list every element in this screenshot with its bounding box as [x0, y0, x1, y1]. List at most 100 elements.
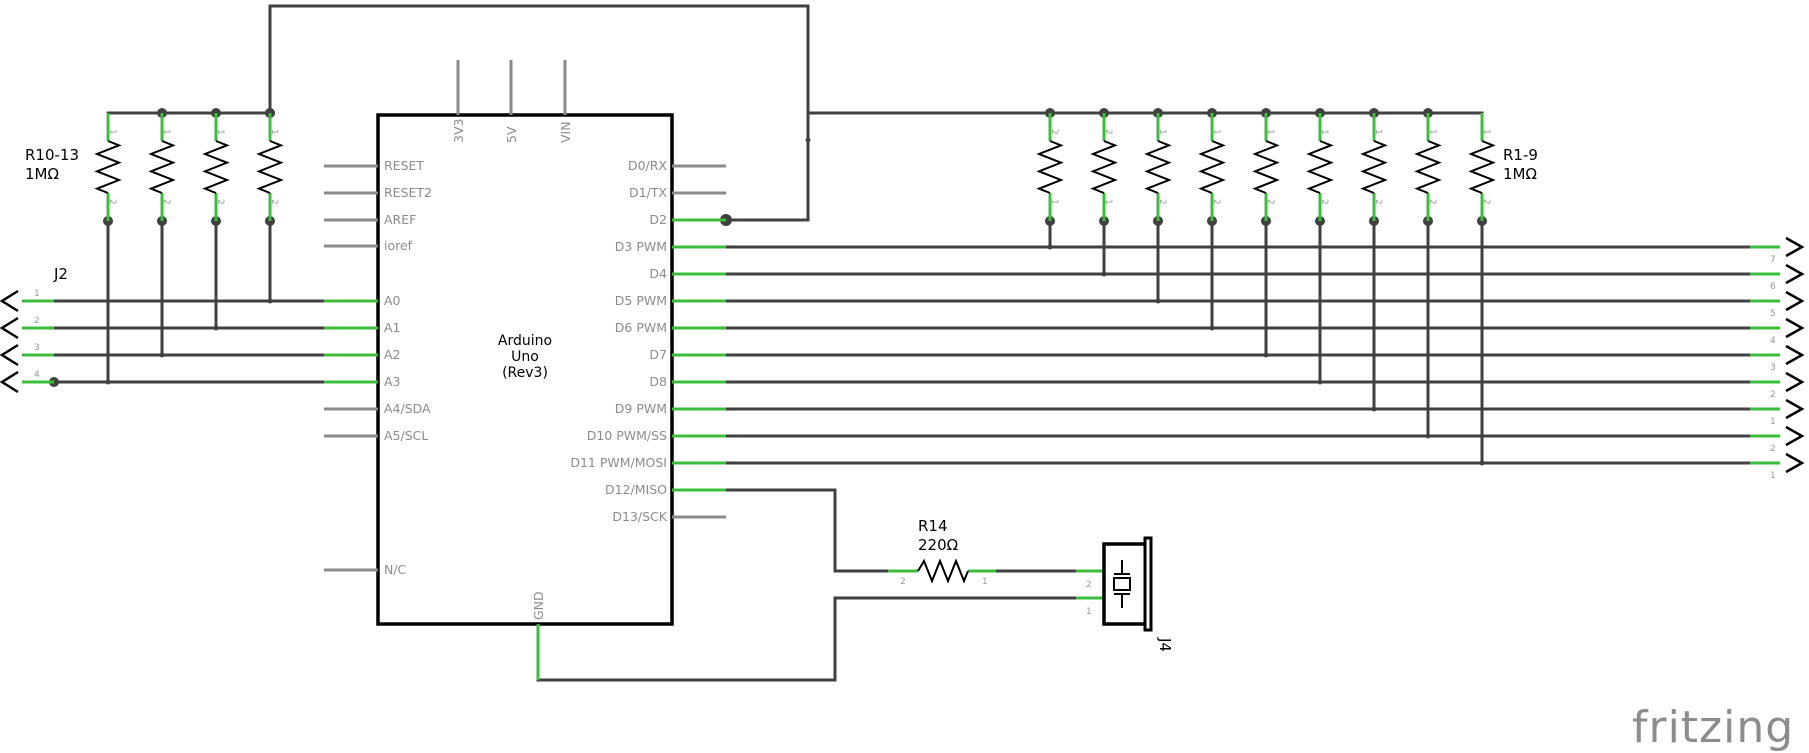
r14-label: R14	[918, 517, 948, 535]
pin-number: 1	[1103, 199, 1113, 205]
pin-number: 1	[1481, 129, 1491, 135]
pin-number: 1	[1427, 129, 1437, 135]
pin-number: 1	[1086, 607, 1092, 617]
pin-number: 1	[1049, 199, 1059, 205]
pin-number: 2	[1103, 129, 1113, 135]
pin-number: 1	[269, 129, 279, 135]
pin-number: 2	[1049, 129, 1059, 135]
junction-dot	[1317, 379, 1323, 385]
arduino-pin-label: D13/SCK	[612, 509, 667, 524]
wire-top-loop	[268, 4, 810, 222]
r14-zigzag	[917, 558, 969, 584]
arduino-pin-label: A1	[384, 320, 401, 335]
right-arrow-icon	[1785, 398, 1805, 420]
j2-arrow-icon	[0, 289, 19, 313]
arduino-title-line: Uno	[511, 349, 539, 365]
bank-r1-9-label: R1-9	[1503, 146, 1538, 164]
junction-dot	[1101, 271, 1107, 277]
resistor-r6-zigzag	[1306, 140, 1334, 194]
bank-r10-13-value: 1MΩ	[25, 165, 59, 183]
bank-r10-13-label: R10-13	[25, 146, 79, 164]
pin-number: 1	[161, 129, 171, 135]
resistor-r12-zigzag	[202, 140, 230, 194]
arduino-pin-label: ioref	[384, 238, 413, 253]
arduino-pin-label: D7	[649, 347, 667, 362]
pin-number: 2	[1157, 199, 1167, 205]
pin-number: 2	[1770, 390, 1776, 400]
arduino-uno-body	[376, 113, 674, 626]
arduino-pin-label: D5 PWM	[615, 293, 667, 308]
resistor-r7-zigzag	[1360, 140, 1388, 194]
junction-dot	[105, 379, 111, 385]
pin-number: 2	[1427, 199, 1437, 205]
right-arrow-icon	[1785, 236, 1805, 258]
arduino-pin-label: D2	[649, 212, 667, 227]
pin-number: 2	[1211, 199, 1221, 205]
pin-number: 1	[1157, 129, 1167, 135]
arduino-pin-label: GND	[531, 591, 546, 620]
pin-number: 2	[215, 199, 225, 205]
arduino-pin-label: D11 PWM/MOSI	[570, 455, 667, 470]
arduino-pin-label: A4/SDA	[384, 401, 431, 416]
wire-d12	[724, 488, 890, 573]
junction-dot	[159, 352, 165, 358]
j2-label: J2	[53, 265, 68, 283]
pin-number: 2	[1265, 199, 1275, 205]
arduino-pin-label: A5/SCL	[384, 428, 428, 443]
junction-dot	[1047, 244, 1053, 250]
pin-number: 2	[107, 199, 117, 205]
pin-number: 4	[1770, 336, 1776, 346]
right-arrow-icon	[1785, 452, 1805, 474]
pin-number: 1	[1265, 129, 1275, 135]
arduino-pin-label: N/C	[384, 562, 407, 577]
pin-number: 4	[34, 370, 40, 380]
arduino-pin-label: D3 PWM	[615, 239, 667, 254]
arduino-title-line: Arduino	[498, 333, 552, 349]
resistor-r13-zigzag	[256, 140, 284, 194]
pin-number: 6	[1770, 282, 1776, 292]
junction-dot	[213, 325, 219, 331]
arduino-pin-label: D10 PWM/SS	[587, 428, 667, 443]
arduino-title-line: (Rev3)	[502, 365, 548, 381]
pin-number: 1	[1770, 471, 1776, 481]
arduino-pin-label: RESET2	[384, 185, 432, 200]
right-arrow-icon	[1785, 425, 1805, 447]
resistor-r11-zigzag	[148, 140, 176, 194]
arduino-pin-label: VIN	[558, 121, 573, 143]
arduino-pin-label: D9 PWM	[615, 401, 667, 416]
junction-dot	[1155, 298, 1161, 304]
pin-number: 1	[215, 129, 225, 135]
j4-piezo-plate	[1143, 536, 1153, 632]
arduino-pin-label: RESET	[384, 158, 424, 173]
pin-number: 3	[34, 343, 40, 353]
j4-piezo-body	[1102, 542, 1151, 626]
r14-value: 220Ω	[918, 536, 958, 554]
pin-number: 2	[1086, 580, 1092, 590]
j2-arrow-icon	[0, 370, 19, 394]
right-arrow-icon	[1785, 317, 1805, 339]
right-arrow-icon	[1785, 371, 1805, 393]
junction-dot	[805, 137, 811, 143]
arduino-pin-label: A0	[384, 293, 401, 308]
pin-number: 2	[1319, 199, 1329, 205]
junction-dot	[267, 298, 273, 304]
j4-crystal-icon	[1113, 577, 1131, 591]
right-arrow-icon	[1785, 263, 1805, 285]
right-arrow-icon	[1785, 290, 1805, 312]
resistor-r10-zigzag	[94, 140, 122, 194]
arduino-pin-label: 3V3	[451, 119, 466, 143]
pin-number: 2	[1481, 199, 1491, 205]
resistor-r5-zigzag	[1252, 140, 1280, 194]
arduino-pin-label: D1/TX	[629, 185, 667, 200]
pin-number: 2	[161, 199, 171, 205]
junction-dot	[1209, 325, 1215, 331]
pin-number: 2	[900, 577, 906, 587]
pin-number: 1	[107, 129, 117, 135]
bank-r1-9-value: 1MΩ	[1503, 165, 1537, 183]
pin-number: 2	[1770, 444, 1776, 454]
resistor-r3-zigzag	[1144, 140, 1172, 194]
wires-layer	[49, 4, 1752, 682]
